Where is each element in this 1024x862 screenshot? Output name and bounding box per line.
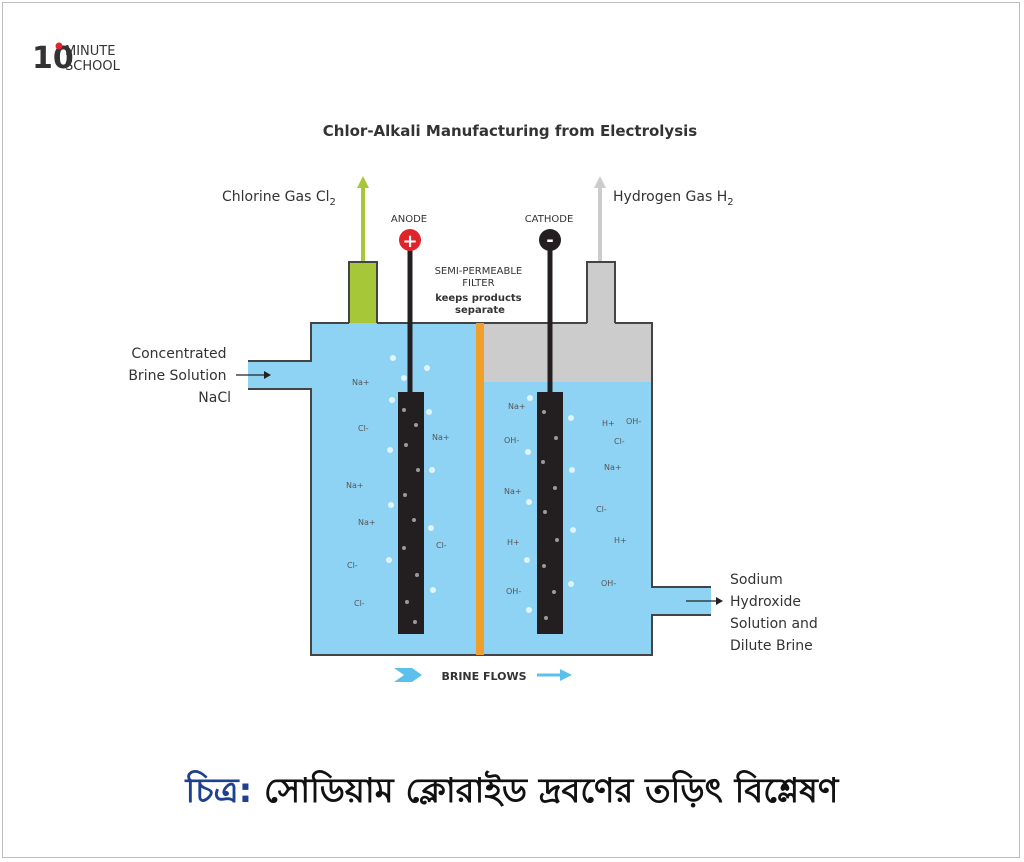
outlet-arrow-head: [716, 597, 723, 605]
ion-label: OH-: [506, 587, 521, 596]
ion-label: Na+: [508, 402, 526, 411]
filter-label: SEMI-PERMEABLE FILTER keeps products sep…: [435, 266, 526, 316]
ion-label: H+: [614, 536, 627, 545]
ion-label: Na+: [604, 463, 622, 472]
ion-label: Na+: [358, 518, 376, 527]
semi-permeable-filter: [476, 323, 484, 655]
caption-text: সোডিয়াম ক্লোরাইড দ্রবণের তড়িৎ বিশ্লেষণ: [264, 771, 839, 811]
ion-label: Na+: [432, 433, 450, 442]
logo: 10 MINUTE SCHOOL: [32, 41, 121, 76]
cathode-terminal: [539, 229, 561, 251]
ion-label: OH-: [601, 579, 616, 588]
right-chamber-ions: Na+ OH- Na+ H+ OH- H+ OH- Cl- Na+ Cl- H+…: [504, 402, 641, 596]
logo-dot: [55, 42, 63, 50]
outlet-label: Sodium Hydroxide Solution and Dilute Bri…: [730, 572, 822, 654]
anode-electrode: [398, 392, 424, 634]
cathode-label: CATHODE: [525, 214, 574, 225]
ion-label: Cl-: [347, 561, 358, 570]
cathode-sign: -: [546, 230, 553, 251]
inlet-label: Concentrated Brine Solution NaCl: [128, 346, 231, 406]
hydrogen-arrow-head: [594, 176, 606, 188]
inlet-arrow-head: [264, 371, 271, 379]
anode-sign: +: [402, 231, 417, 252]
ion-label: Cl-: [354, 599, 365, 608]
cathode-electrode: [537, 392, 563, 634]
chlorine-arrow-head: [357, 176, 369, 188]
figure-caption: চিত্র: সোডিয়াম ক্লোরাইড দ্রবণের তড়িৎ ব…: [0, 765, 1024, 822]
chlorine-gas-label: Chlorine Gas Cl2: [222, 189, 336, 208]
logo-line2: SCHOOL: [65, 59, 121, 74]
ion-label: Na+: [346, 481, 364, 490]
anode-terminal: [399, 229, 421, 251]
electrode-specks: [402, 408, 559, 624]
ion-label: OH-: [504, 436, 519, 445]
ion-label: H+: [507, 538, 520, 547]
ion-label: Cl-: [614, 437, 625, 446]
electrolysis-diagram: 10 MINUTE SCHOOL Chlor-Alkali Manufactur…: [32, 41, 822, 683]
hydrogen-gas-label: Hydrogen Gas H2: [613, 189, 734, 208]
ion-label: Cl-: [436, 541, 447, 550]
gas-bubbles: [386, 355, 576, 613]
caption-prefix: চিত্র:: [185, 771, 253, 811]
ion-label: Cl-: [596, 505, 607, 514]
diagram-title: Chlor-Alkali Manufacturing from Electrol…: [323, 122, 697, 140]
brine-flows-label: BRINE FLOWS: [441, 670, 526, 683]
logo-line1: MINUTE: [65, 44, 115, 59]
ion-label: OH-: [626, 417, 641, 426]
ion-label: Na+: [504, 487, 522, 496]
hydrogen-gas-space: [484, 323, 652, 382]
hydrogen-outlet-tube: [586, 261, 616, 325]
ion-label: Na+: [352, 378, 370, 387]
brine-flow-chevron: [394, 668, 422, 682]
brine-flow-arrow-head: [560, 669, 572, 681]
left-chamber-ions: Na+ Cl- Na+ Na+ Na+ Cl- Cl- Cl-: [346, 378, 450, 608]
ion-label: H+: [602, 419, 615, 428]
chlorine-outlet-tube: [348, 261, 378, 325]
logo-number: 10: [32, 41, 74, 76]
anode-label: ANODE: [391, 214, 427, 225]
ion-label: Cl-: [358, 424, 369, 433]
